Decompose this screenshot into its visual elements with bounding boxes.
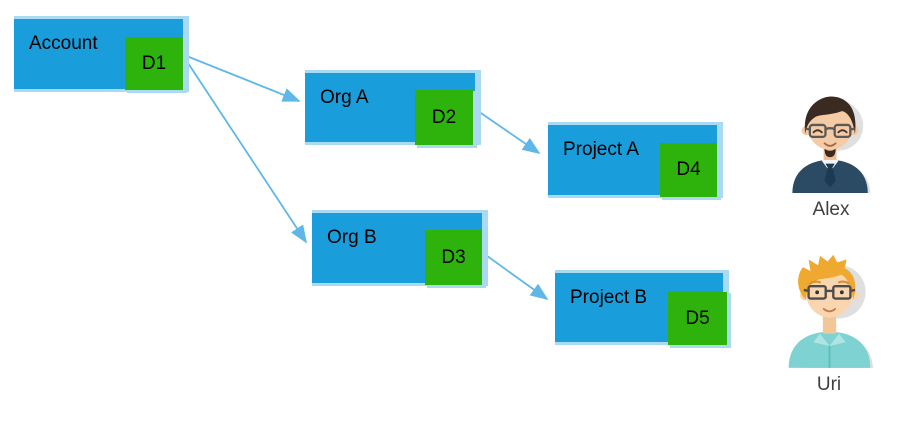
badge-d1: D1	[125, 37, 183, 90]
badge-d2: D2	[415, 90, 473, 145]
user-alex: Alex	[781, 90, 881, 221]
node-org-a-label: Org A	[320, 87, 369, 108]
node-org-b-label: Org B	[327, 227, 377, 248]
node-org-b: Org B D3	[312, 213, 482, 285]
alex-avatar-icon	[792, 96, 871, 193]
edge-account-to-org-b	[183, 56, 307, 244]
node-project-a-label: Project A	[563, 139, 640, 160]
badge-d3: D3	[425, 230, 482, 285]
badge-d4: D4	[660, 143, 717, 197]
node-project-b: Project B D5	[555, 273, 727, 345]
user-alex-name: Alex	[812, 199, 850, 220]
edge-account-to-org-a	[183, 54, 301, 102]
edge-org-b-to-project-b	[482, 252, 549, 301]
user-uri: Uri	[779, 248, 879, 396]
edge-org-a-to-project-a	[474, 108, 541, 155]
node-project-b-label: Project B	[570, 287, 648, 308]
node-account-label: Account	[29, 33, 98, 54]
node-org-a: Org A D2	[305, 73, 475, 145]
user-uri-name: Uri	[816, 374, 842, 395]
node-account: Account D1	[14, 19, 183, 90]
badge-d5: D5	[668, 292, 727, 345]
node-project-a: Project A D4	[548, 125, 717, 197]
uri-avatar-icon	[788, 254, 873, 368]
